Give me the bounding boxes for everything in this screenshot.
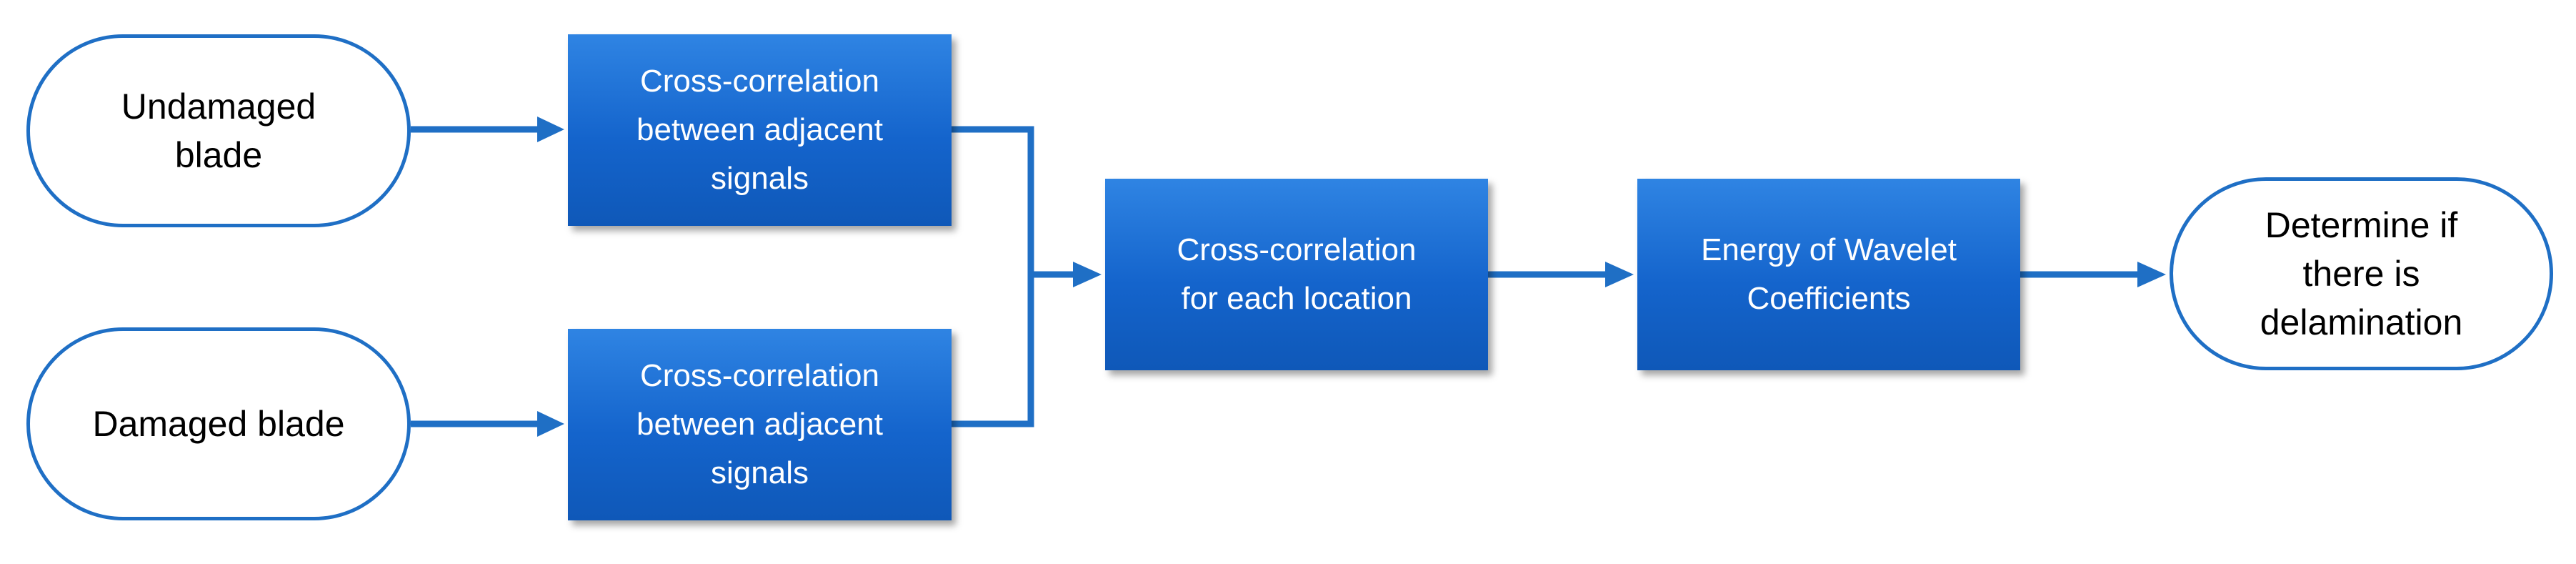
arrowhead-1 xyxy=(537,117,564,142)
step-wavelet-energy-label: Energy of Wavelet Coefficients xyxy=(1701,232,1957,316)
merge-connector xyxy=(952,126,1034,427)
input-undamaged-blade: Undamaged blade xyxy=(26,34,411,227)
arrowhead-5 xyxy=(2137,262,2166,287)
arrowhead-4 xyxy=(1605,262,1634,287)
step-xcorr-undamaged: Cross-correlation between adjacent signa… xyxy=(568,34,952,226)
step-xcorr-location: Cross-correlation for each location xyxy=(1105,179,1488,370)
step-xcorr-location-label: Cross-correlation for each location xyxy=(1177,232,1417,316)
step-xcorr-undamaged-label: Cross-correlation between adjacent signa… xyxy=(636,64,883,196)
output-determine-delamination: Determine if there is delamination xyxy=(2170,177,2553,370)
input-damaged-label: Damaged blade xyxy=(92,404,345,444)
input-undamaged-label: Undamaged blade xyxy=(121,86,316,175)
output-label: Determine if there is delamination xyxy=(2260,205,2463,342)
step-wavelet-energy: Energy of Wavelet Coefficients xyxy=(1637,179,2020,370)
arrowhead-2 xyxy=(537,411,564,437)
arrowhead-3 xyxy=(1073,262,1102,287)
step-xcorr-damaged-label: Cross-correlation between adjacent signa… xyxy=(636,358,883,490)
input-damaged-blade: Damaged blade xyxy=(26,327,411,520)
step-xcorr-damaged: Cross-correlation between adjacent signa… xyxy=(568,329,952,520)
